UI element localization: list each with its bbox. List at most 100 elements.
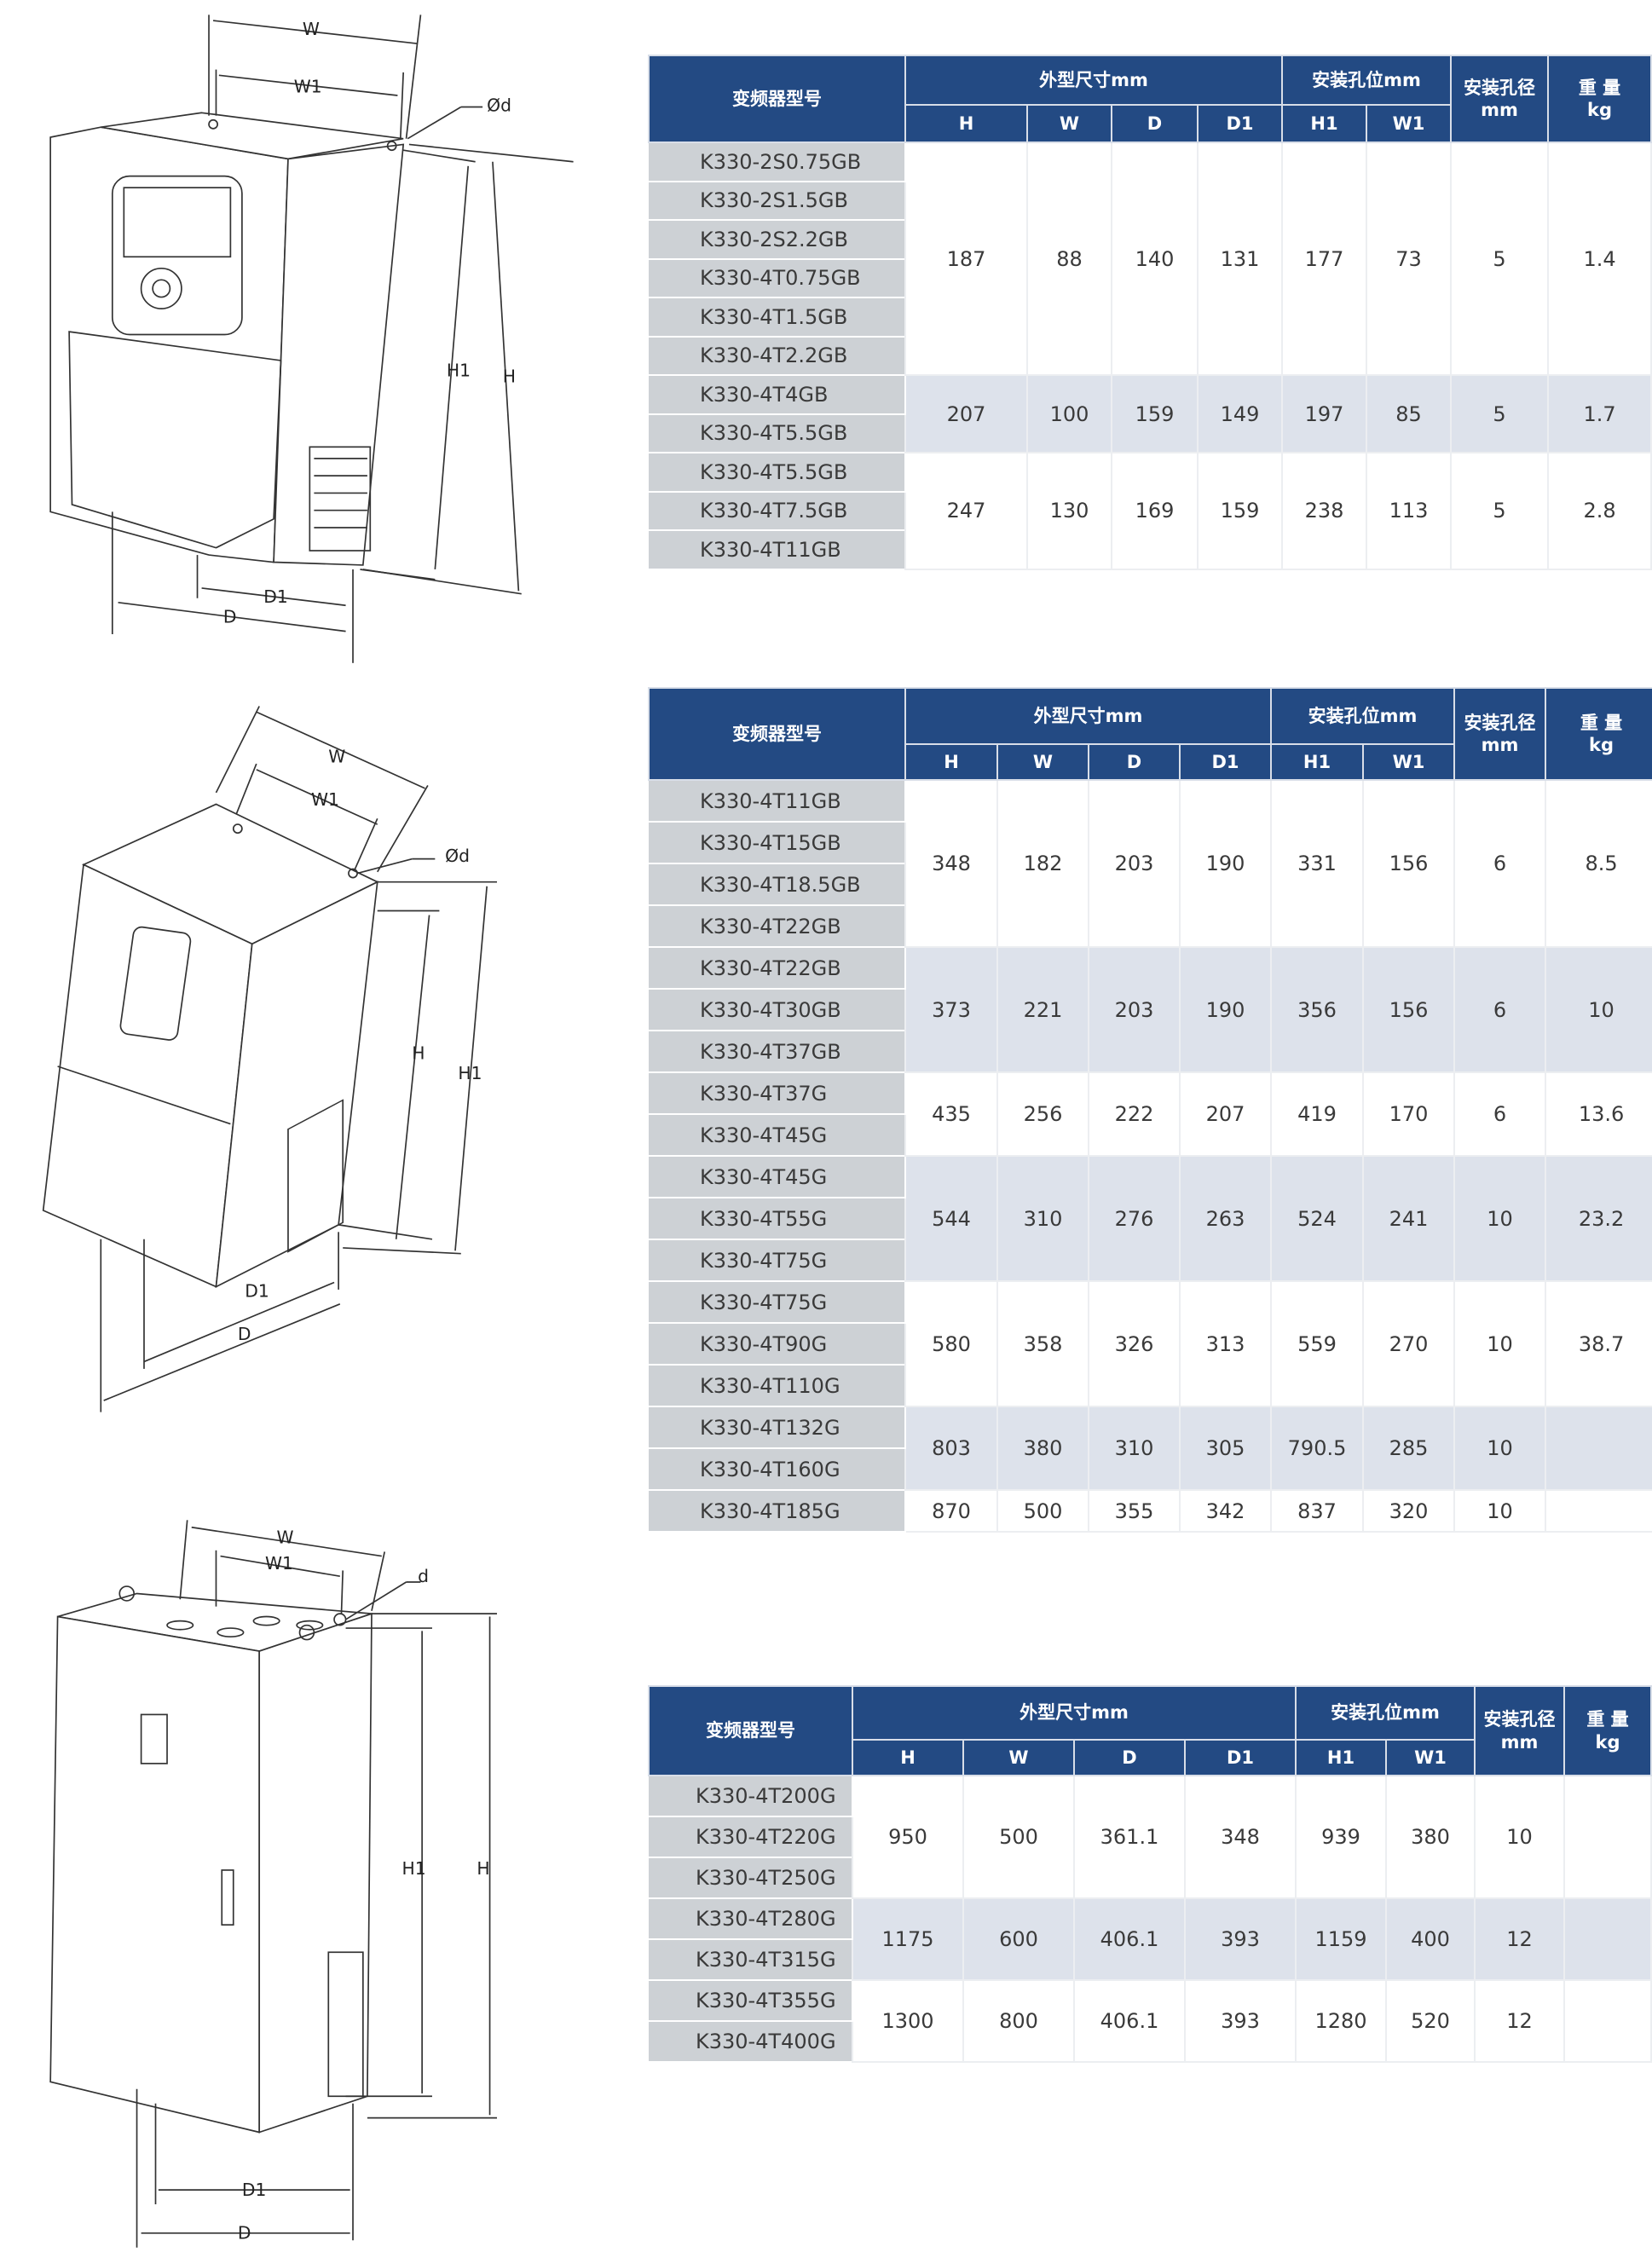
header-hole-diameter-unit: mm bbox=[1481, 100, 1518, 120]
value-weight bbox=[1563, 1979, 1652, 2063]
inverter-drawing-cabinet: W W1 d H1 H D1 D bbox=[49, 1520, 498, 2248]
value-hole-diameter: 6 bbox=[1453, 779, 1547, 948]
value-hole-diameter: 10 bbox=[1453, 1280, 1547, 1407]
header-hole-diameter-unit: mm bbox=[1481, 735, 1519, 755]
model-cell: K330-2S1.5GB bbox=[649, 180, 906, 221]
header-weight-label: 重 量 bbox=[1586, 1709, 1629, 1730]
table-row: K330-4T2.2GB bbox=[649, 335, 1651, 376]
table-row: K330-4T45G bbox=[649, 1113, 1652, 1157]
header-h1: H1 bbox=[1281, 104, 1368, 143]
model-cell: K330-4T355G bbox=[649, 1979, 853, 2022]
value-d1: 159 bbox=[1196, 452, 1284, 570]
value-weight bbox=[1545, 1489, 1652, 1533]
label-D1: D1 bbox=[242, 2180, 267, 2200]
label-H1: H1 bbox=[401, 1858, 425, 1879]
table-row: K330-4T75G bbox=[649, 1239, 1652, 1282]
label-hole-dia: Ød bbox=[487, 95, 511, 116]
label-D1: D1 bbox=[245, 1280, 269, 1301]
value-d1: 131 bbox=[1196, 141, 1284, 376]
model-cell: K330-4T22GB bbox=[649, 904, 906, 948]
label-hole-dia: d bbox=[418, 1566, 429, 1586]
table-row: K330-4T30GB bbox=[649, 988, 1652, 1031]
value-h: 950 bbox=[852, 1775, 964, 1899]
value-h: 207 bbox=[904, 374, 1028, 453]
value-w: 182 bbox=[996, 779, 1089, 948]
label-H: H bbox=[412, 1043, 425, 1064]
header-model: 变频器型号 bbox=[648, 687, 906, 781]
value-h1: 331 bbox=[1270, 779, 1365, 948]
header-w1: W1 bbox=[1362, 743, 1456, 781]
model-cell: K330-4T1.5GB bbox=[649, 297, 906, 338]
value-weight: 8.5 bbox=[1545, 779, 1652, 948]
model-cell: K330-4T37GB bbox=[649, 1030, 906, 1073]
model-cell: K330-4T220G bbox=[649, 1816, 853, 1858]
label-H1: H1 bbox=[458, 1063, 482, 1083]
model-cell: K330-4T45G bbox=[649, 1113, 906, 1157]
model-cell: K330-4T75G bbox=[649, 1280, 906, 1324]
header-h: H bbox=[904, 743, 998, 781]
value-h: 187 bbox=[904, 141, 1028, 376]
value-d: 203 bbox=[1088, 779, 1181, 948]
label-W1: W1 bbox=[311, 789, 339, 810]
table-row: K330-4T7.5GB bbox=[649, 490, 1651, 531]
value-d1: 305 bbox=[1178, 1406, 1273, 1491]
value-w: 310 bbox=[996, 1155, 1089, 1282]
table-row: K330-4T37GB bbox=[649, 1030, 1652, 1073]
label-H: H bbox=[477, 1858, 489, 1879]
value-hole-diameter: 10 bbox=[1453, 1155, 1547, 1282]
model-cell: K330-4T400G bbox=[649, 2020, 853, 2063]
value-d: 406.1 bbox=[1073, 1979, 1186, 2063]
value-hole-diameter: 12 bbox=[1474, 1897, 1566, 1981]
value-hole-diameter: 5 bbox=[1450, 141, 1550, 376]
value-d: 355 bbox=[1088, 1489, 1181, 1533]
header-h: H bbox=[852, 1739, 964, 1776]
table-row: K330-4T250G bbox=[649, 1857, 1651, 1899]
value-h: 373 bbox=[904, 946, 998, 1073]
value-d: 361.1 bbox=[1073, 1775, 1186, 1899]
model-cell: K330-4T11GB bbox=[649, 779, 906, 823]
value-hole-diameter: 10 bbox=[1453, 1406, 1547, 1491]
value-d: 326 bbox=[1088, 1280, 1181, 1407]
value-d: 310 bbox=[1088, 1406, 1181, 1491]
value-h: 435 bbox=[904, 1071, 998, 1157]
value-h1: 356 bbox=[1270, 946, 1365, 1073]
value-h1: 1280 bbox=[1295, 1979, 1388, 2063]
value-w1: 156 bbox=[1362, 779, 1456, 948]
label-D: D bbox=[223, 607, 237, 627]
value-w: 88 bbox=[1026, 141, 1112, 376]
value-d1: 348 bbox=[1183, 1775, 1297, 1899]
header-w1: W1 bbox=[1385, 1739, 1476, 1776]
model-cell: K330-4T250G bbox=[649, 1857, 853, 1899]
model-cell: K330-4T15GB bbox=[649, 821, 906, 864]
table-row: K330-4T5.5GB bbox=[649, 413, 1651, 453]
header-h: H bbox=[904, 104, 1028, 143]
header-mount-position: 安装孔位mm bbox=[1295, 1685, 1476, 1741]
value-d1: 313 bbox=[1178, 1280, 1273, 1407]
value-w: 358 bbox=[996, 1280, 1089, 1407]
value-weight: 1.4 bbox=[1547, 141, 1652, 376]
value-h: 1300 bbox=[852, 1979, 964, 2063]
model-cell: K330-4T185G bbox=[649, 1489, 906, 1533]
value-w1: 270 bbox=[1362, 1280, 1456, 1407]
value-w1: 113 bbox=[1366, 452, 1453, 570]
value-d1: 263 bbox=[1178, 1155, 1273, 1282]
table-row: K330-4T55G bbox=[649, 1197, 1652, 1240]
value-h1: 419 bbox=[1270, 1071, 1365, 1157]
header-d: D bbox=[1073, 1739, 1186, 1776]
value-d1: 190 bbox=[1178, 946, 1273, 1073]
value-weight bbox=[1563, 1897, 1652, 1981]
value-h1: 939 bbox=[1295, 1775, 1388, 1899]
table-row: K330-4T11GB bbox=[649, 529, 1651, 570]
label-hole-dia: Ød bbox=[445, 846, 470, 866]
